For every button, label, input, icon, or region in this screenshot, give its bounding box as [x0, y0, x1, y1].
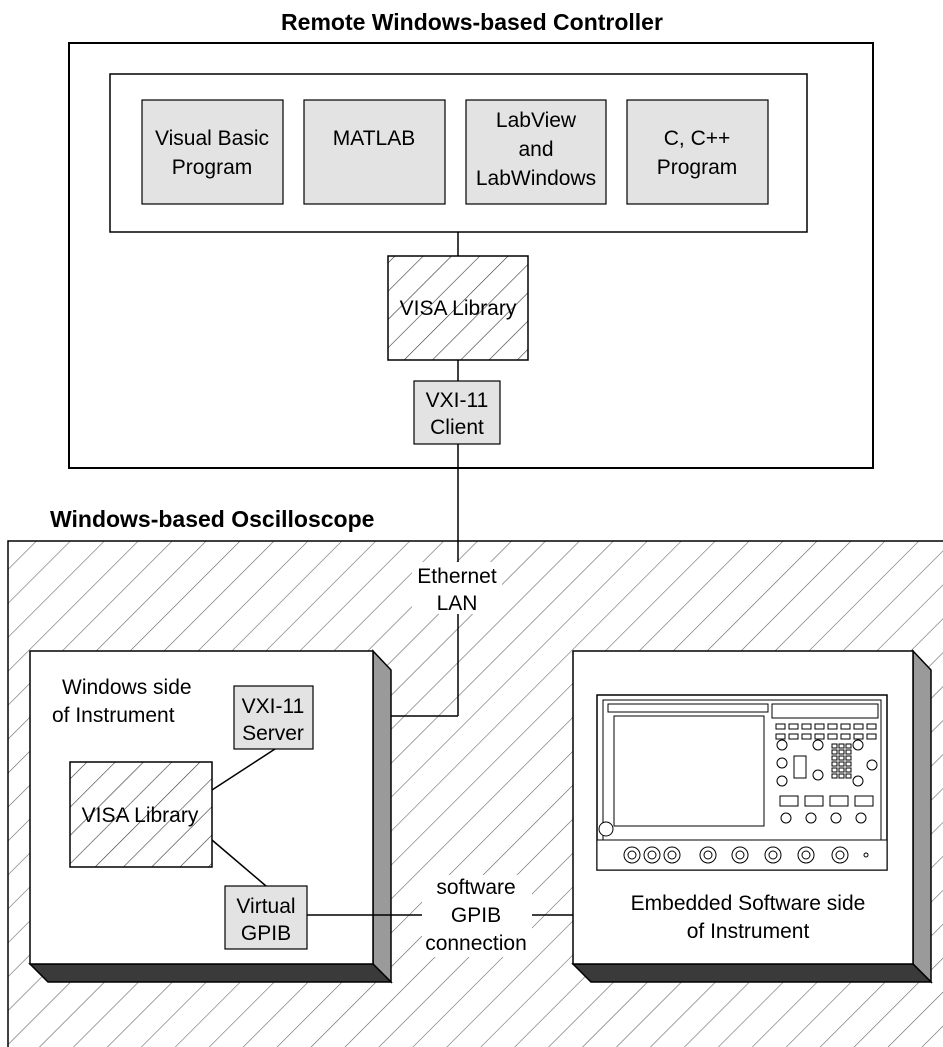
panel-knob: [866, 759, 878, 771]
panel-button: [801, 733, 812, 740]
bnc-connector-inner: [667, 850, 677, 860]
panel-key: [845, 743, 852, 749]
svg-text:VISA Library: VISA Library: [400, 297, 517, 320]
bnc-connector-inner: [703, 850, 713, 860]
panel-knob: [812, 739, 824, 751]
panel-key: [838, 743, 845, 749]
panel-button: [853, 733, 864, 740]
panel-key: [838, 761, 845, 767]
panel-key: [838, 755, 845, 761]
panel-button: [853, 723, 864, 730]
panel-key: [831, 749, 838, 755]
bnc-connector-inner: [768, 850, 778, 860]
panel-button: [866, 723, 877, 730]
bnc-connector-inner: [735, 850, 745, 860]
program-matlab: MATLAB: [303, 99, 446, 205]
panel-button: [840, 733, 851, 740]
panel-button: [866, 733, 877, 740]
bnc-connector-inner: [647, 850, 657, 860]
panel-knob: [812, 769, 824, 781]
panel-slot: [793, 755, 807, 779]
panel-knob: [805, 812, 817, 824]
bnc-connector-inner: [835, 850, 845, 860]
panel-key: [845, 755, 852, 761]
panel-button: [814, 733, 825, 740]
connector-visa-gpib: [211, 839, 267, 887]
panel-button: [775, 723, 786, 730]
panel-key: [838, 749, 845, 755]
panel-knob: [855, 812, 867, 824]
panel-block: [854, 795, 874, 807]
panel-knob: [776, 775, 788, 787]
front-panel-controls: [775, 723, 878, 824]
panel-knob: [830, 812, 842, 824]
panel-knob: [776, 739, 788, 751]
panel-block: [829, 795, 849, 807]
panel-knob: [776, 757, 788, 769]
panel-key: [838, 767, 845, 773]
panel-button: [788, 733, 799, 740]
panel-key: [845, 767, 852, 773]
panel-block: [779, 795, 799, 807]
bnc-connector-small: [863, 852, 869, 858]
panel-key: [831, 743, 838, 749]
instrument-visa-library: VISA Library: [69, 761, 213, 868]
program-c-cpp: C, C++Program: [626, 99, 769, 205]
panel-key: [831, 773, 838, 779]
panel-knob: [852, 775, 864, 787]
panel-button: [788, 723, 799, 730]
panel-knob: [852, 739, 864, 751]
panel-button: [827, 733, 838, 740]
bnc-connector-inner: [801, 850, 811, 860]
panel-key: [831, 755, 838, 761]
controller-visa-library: VISA Library: [387, 255, 529, 361]
svg-text:C, C++Program: C, C++Program: [657, 127, 738, 179]
panel-key: [838, 773, 845, 779]
panel-key: [845, 773, 852, 779]
panel-knob: [780, 812, 792, 824]
panel-button: [827, 723, 838, 730]
panel-button: [801, 723, 812, 730]
panel-button: [840, 723, 851, 730]
connector-server-visa: [211, 748, 276, 791]
svg-text:MATLAB: MATLAB: [333, 127, 415, 150]
controller-title: Remote Windows-based Controller: [281, 9, 663, 35]
svg-text:VISA Library: VISA Library: [82, 804, 199, 827]
panel-key: [831, 767, 838, 773]
front-connectors: [623, 846, 869, 864]
bnc-connector-inner: [627, 850, 637, 860]
panel-button: [814, 723, 825, 730]
panel-key: [845, 761, 852, 767]
panel-block: [804, 795, 824, 807]
panel-button: [775, 733, 786, 740]
oscilloscope-illustration: [596, 694, 888, 871]
panel-key: [845, 749, 852, 755]
oscilloscope-title: Windows-based Oscilloscope: [50, 506, 374, 532]
panel-key: [831, 761, 838, 767]
